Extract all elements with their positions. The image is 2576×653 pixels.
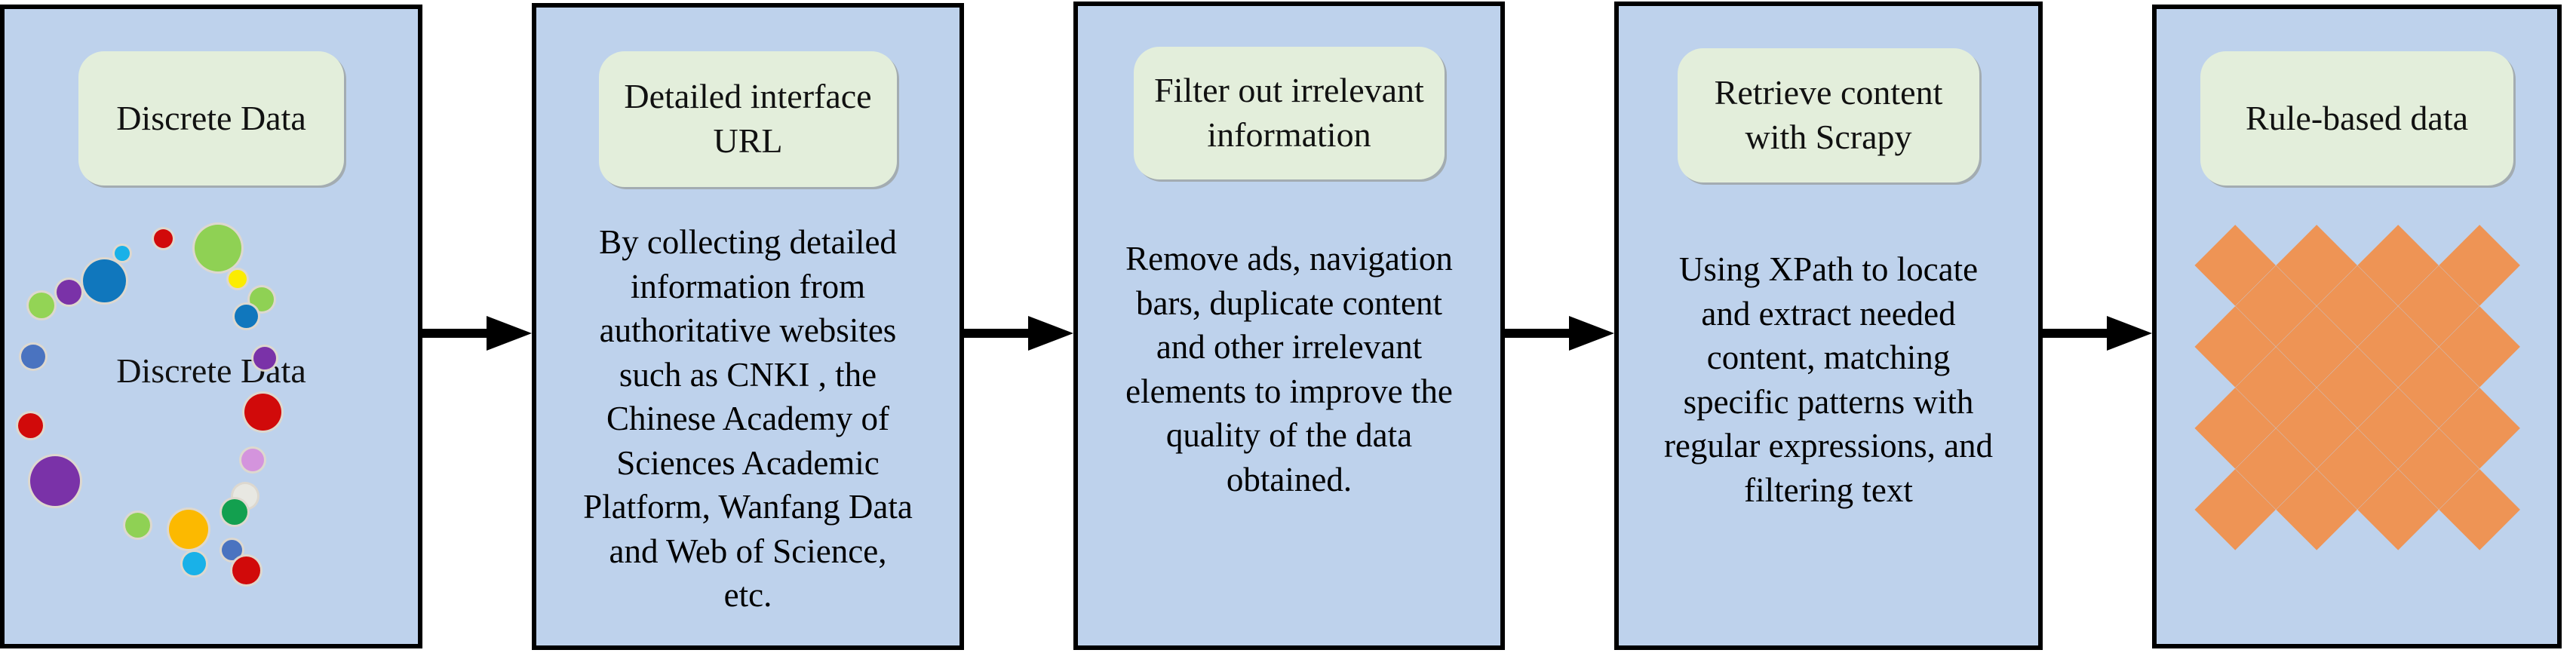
arrow-head [487, 316, 532, 351]
flow-arrow-icon [422, 311, 532, 356]
panel-body-detailed-interface-url: By collecting detailed information from … [583, 223, 913, 614]
panel-rule-based-data: Rule-based data [2152, 5, 2562, 648]
panel-discrete-data: Discrete Data Discrete Data [0, 5, 422, 648]
flow-arrow-icon [2043, 311, 2152, 356]
dot-marker [18, 413, 43, 438]
arrow-shaft [2043, 329, 2124, 338]
dot-marker [241, 449, 264, 471]
arrow-shaft [422, 329, 504, 338]
dot-marker [30, 456, 80, 506]
panel-caption-retrieve-scrapy: Retrieve content with Scrapy [1678, 48, 1979, 182]
dot-marker [29, 293, 54, 318]
dot-marker [83, 259, 126, 302]
dot-cloud-center-label: Discrete Data [116, 351, 306, 390]
dot-marker [244, 394, 281, 431]
dot-marker [222, 540, 242, 560]
dot-marker [222, 499, 247, 525]
panel-caption-rule-based-data: Rule-based data [2200, 51, 2513, 185]
diamond-grid-graphic [2194, 224, 2521, 579]
arrow-head [1569, 316, 1614, 351]
dot-cloud-graphic: Discrete Data [5, 189, 418, 611]
dot-marker [183, 552, 206, 575]
arrow-shaft [964, 329, 1045, 338]
dot-marker [253, 347, 276, 369]
arrow-head [1028, 316, 1073, 351]
panel-filter-irrelevant: Filter out irrelevant information Remove… [1073, 2, 1505, 650]
panel-caption-detailed-interface-url: Detailed interface URL [599, 51, 897, 187]
panel-caption-discrete-data: Discrete Data [78, 51, 344, 185]
panel-detailed-interface-url: Detailed interface URL By collecting det… [532, 3, 964, 650]
panel-body-filter-irrelevant: Remove ads, navigation bars, duplicate c… [1125, 240, 1453, 498]
dot-marker [125, 513, 150, 538]
dot-marker [57, 280, 81, 305]
panel-retrieve-scrapy: Retrieve content with Scrapy Using XPath… [1614, 2, 2043, 650]
panel-caption-filter-irrelevant: Filter out irrelevant information [1134, 47, 1445, 179]
flow-arrow-icon [964, 311, 1073, 356]
panel-body-retrieve-scrapy: Using XPath to locate and extract needed… [1663, 250, 1994, 509]
dot-marker [235, 305, 258, 328]
dot-marker [154, 229, 173, 248]
arrow-shaft [1505, 329, 1586, 338]
dot-marker [232, 556, 260, 584]
dot-marker [21, 345, 45, 369]
dot-marker [115, 246, 130, 261]
dot-marker [195, 225, 241, 271]
arrow-head [2107, 316, 2152, 351]
dot-marker [229, 270, 247, 288]
flow-arrow-icon [1505, 311, 1614, 356]
dot-marker [169, 510, 208, 549]
